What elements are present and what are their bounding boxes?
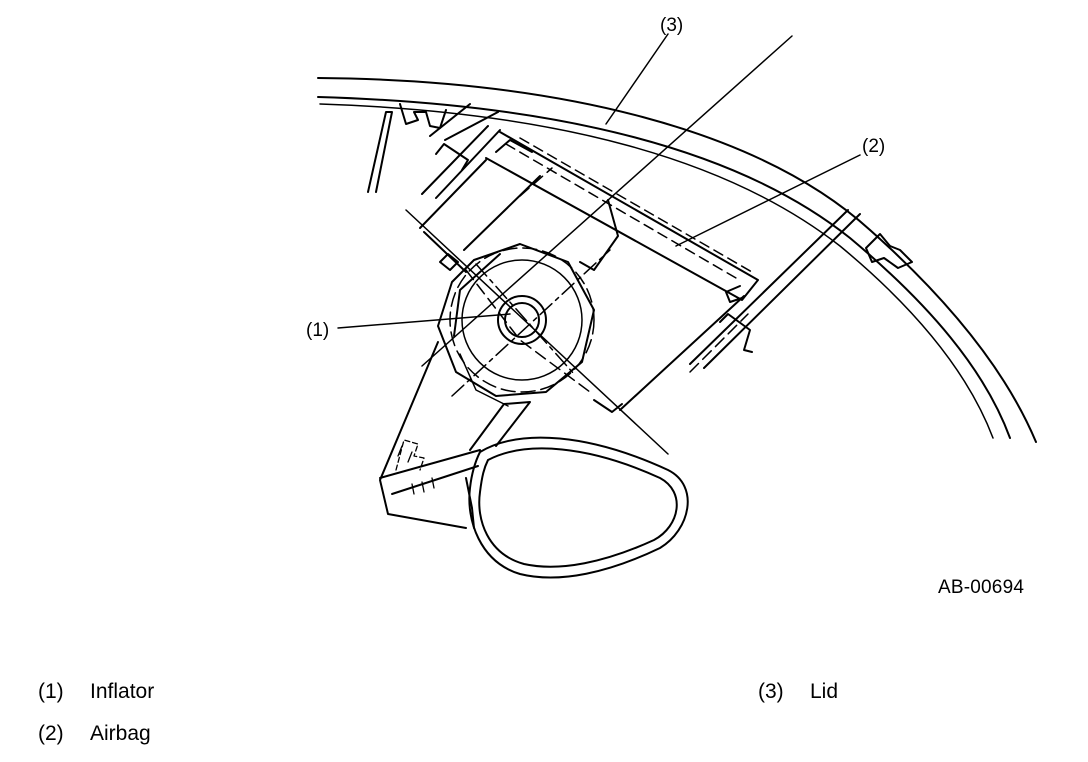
callout-2: (2) <box>862 136 885 157</box>
inflator <box>437 243 595 407</box>
leader-1 <box>337 313 511 329</box>
lid-left-clips <box>367 103 501 199</box>
lid-right-clips <box>689 209 913 369</box>
leader-lines <box>337 33 861 329</box>
legend-label: Lid <box>810 680 839 703</box>
airbag-module-diagram: (1) (2) (3) <box>306 15 1037 579</box>
leader-3 <box>605 33 669 125</box>
legend-number: (3) <box>758 680 784 703</box>
lower-bracket <box>379 341 531 529</box>
leader-2 <box>675 154 861 247</box>
legend-number: (1) <box>38 680 64 703</box>
figure-id: AB-00694 <box>938 577 1025 598</box>
center-lines <box>405 35 793 455</box>
harness-loop <box>468 436 689 579</box>
legend-item-airbag: (2) Airbag <box>38 722 151 746</box>
legend-number: (2) <box>38 722 64 745</box>
legend-label: Airbag <box>90 722 151 745</box>
legend-label: Inflator <box>90 680 155 703</box>
callout-3: (3) <box>660 15 683 36</box>
airbag-housing <box>485 131 759 303</box>
lid-outline <box>317 77 1037 443</box>
legend-item-lid: (3) Lid <box>758 680 838 704</box>
callout-1: (1) <box>306 320 329 341</box>
legend-item-inflator: (1) Inflator <box>38 680 154 704</box>
